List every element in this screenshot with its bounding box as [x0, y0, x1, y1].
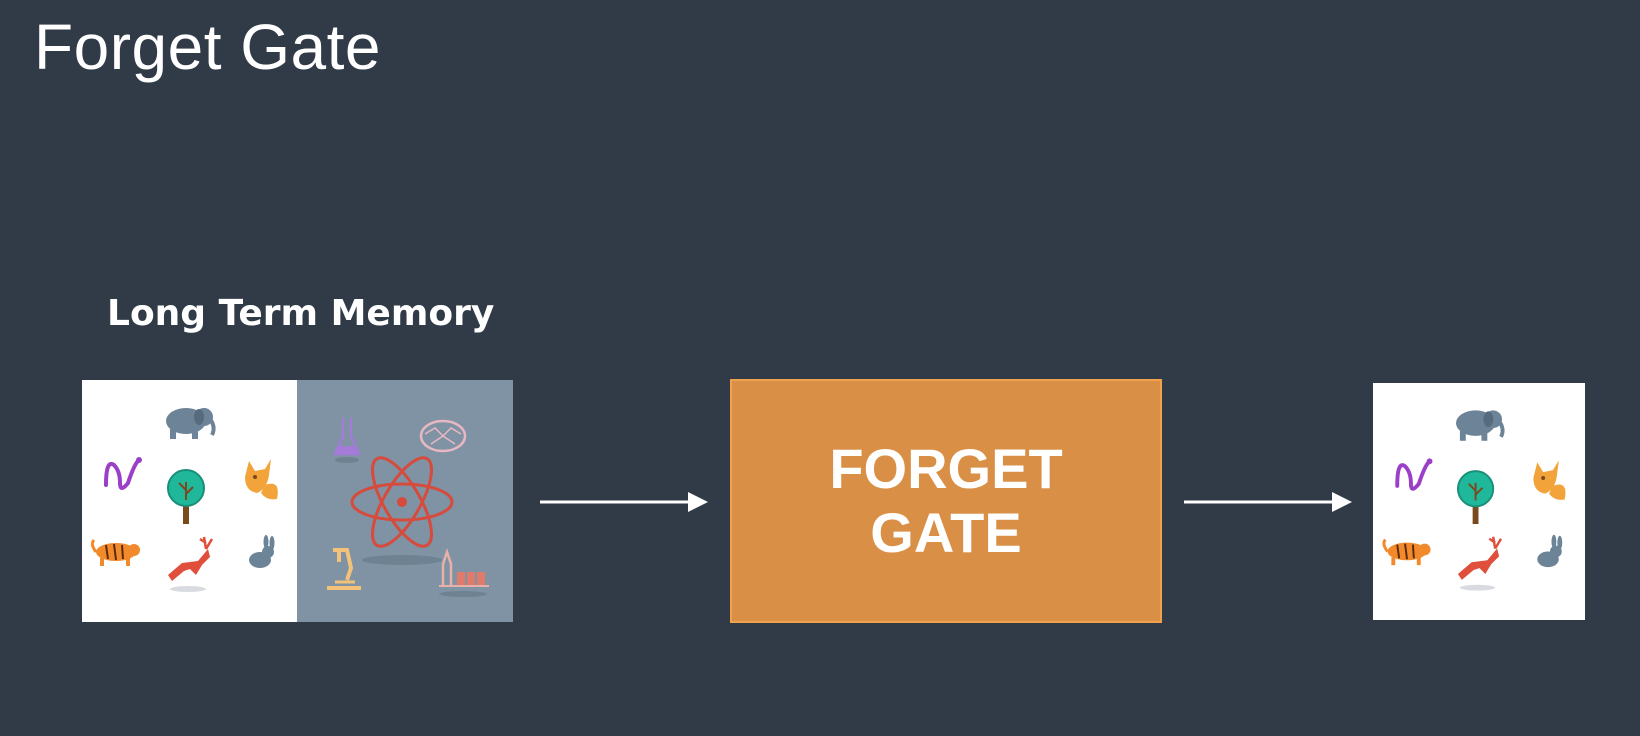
memory-animals-panel — [82, 380, 297, 622]
fox-icon — [245, 459, 278, 500]
tree-icon — [1456, 470, 1495, 525]
forget-gate-line1: FORGET — [829, 437, 1063, 500]
memory-science-panel — [297, 380, 513, 622]
lab-equipment-icon — [439, 548, 489, 597]
snake-icon — [104, 457, 142, 490]
tiger-icon — [90, 538, 140, 566]
rabbit-icon — [1537, 534, 1563, 568]
fox-icon — [1533, 460, 1566, 500]
atom-icon — [350, 456, 454, 565]
input-arrow — [540, 492, 708, 512]
forget-gate-line2: GATE — [870, 501, 1022, 564]
deer-icon — [1457, 536, 1503, 591]
long-term-memory-label: Long Term Memory — [107, 293, 495, 334]
elephant-icon — [166, 408, 216, 439]
rabbit-icon — [249, 535, 275, 568]
tiger-icon — [1382, 538, 1431, 566]
elephant-icon — [1455, 410, 1505, 441]
flask-icon — [333, 418, 361, 463]
slide-title: Forget Gate — [34, 11, 381, 83]
deer-icon — [168, 536, 214, 592]
output-memory-panel — [1373, 383, 1585, 620]
output-arrow — [1184, 492, 1352, 512]
brain-icon — [419, 419, 467, 453]
forget-gate-box: FORGET GATE — [730, 379, 1162, 623]
snake-icon — [1395, 458, 1433, 491]
microscope-icon — [327, 548, 361, 590]
tree-icon — [167, 469, 205, 524]
